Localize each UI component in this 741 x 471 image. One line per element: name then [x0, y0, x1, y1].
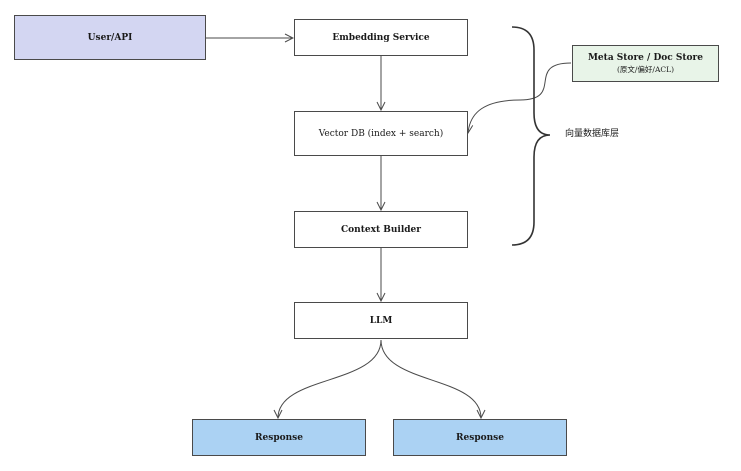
vector-db-layer-brace — [511, 26, 551, 246]
llm-node: LLM — [294, 302, 468, 339]
response-left-node: Response — [192, 419, 366, 456]
embedding-service-label: Embedding Service — [332, 32, 430, 43]
user-api-node: User/API — [14, 15, 206, 60]
context-builder-label: Context Builder — [341, 224, 421, 235]
edge-llm-to-response-left — [278, 339, 382, 418]
embedding-service-node: Embedding Service — [294, 19, 468, 56]
response-right-label: Response — [456, 432, 504, 443]
edge-metastore-to-vectordb — [468, 62, 572, 133]
edge-llm-to-response-right — [380, 339, 481, 418]
response-right-node: Response — [393, 419, 567, 456]
vector-db-label: Vector DB (index + search) — [318, 128, 444, 139]
llm-label: LLM — [369, 315, 393, 326]
vector-db-layer-label: 向量数据库层 — [565, 129, 620, 139]
meta-store-node: Meta Store / Doc Store (原文/偏好/ACL) — [572, 45, 719, 82]
vector-db-node: Vector DB (index + search) — [294, 111, 468, 156]
user-api-label: User/API — [87, 32, 133, 43]
context-builder-node: Context Builder — [294, 211, 468, 248]
meta-store-sublabel: (原文/偏好/ACL) — [616, 65, 675, 74]
response-left-label: Response — [255, 432, 303, 443]
meta-store-label: Meta Store / Doc Store — [587, 53, 704, 63]
